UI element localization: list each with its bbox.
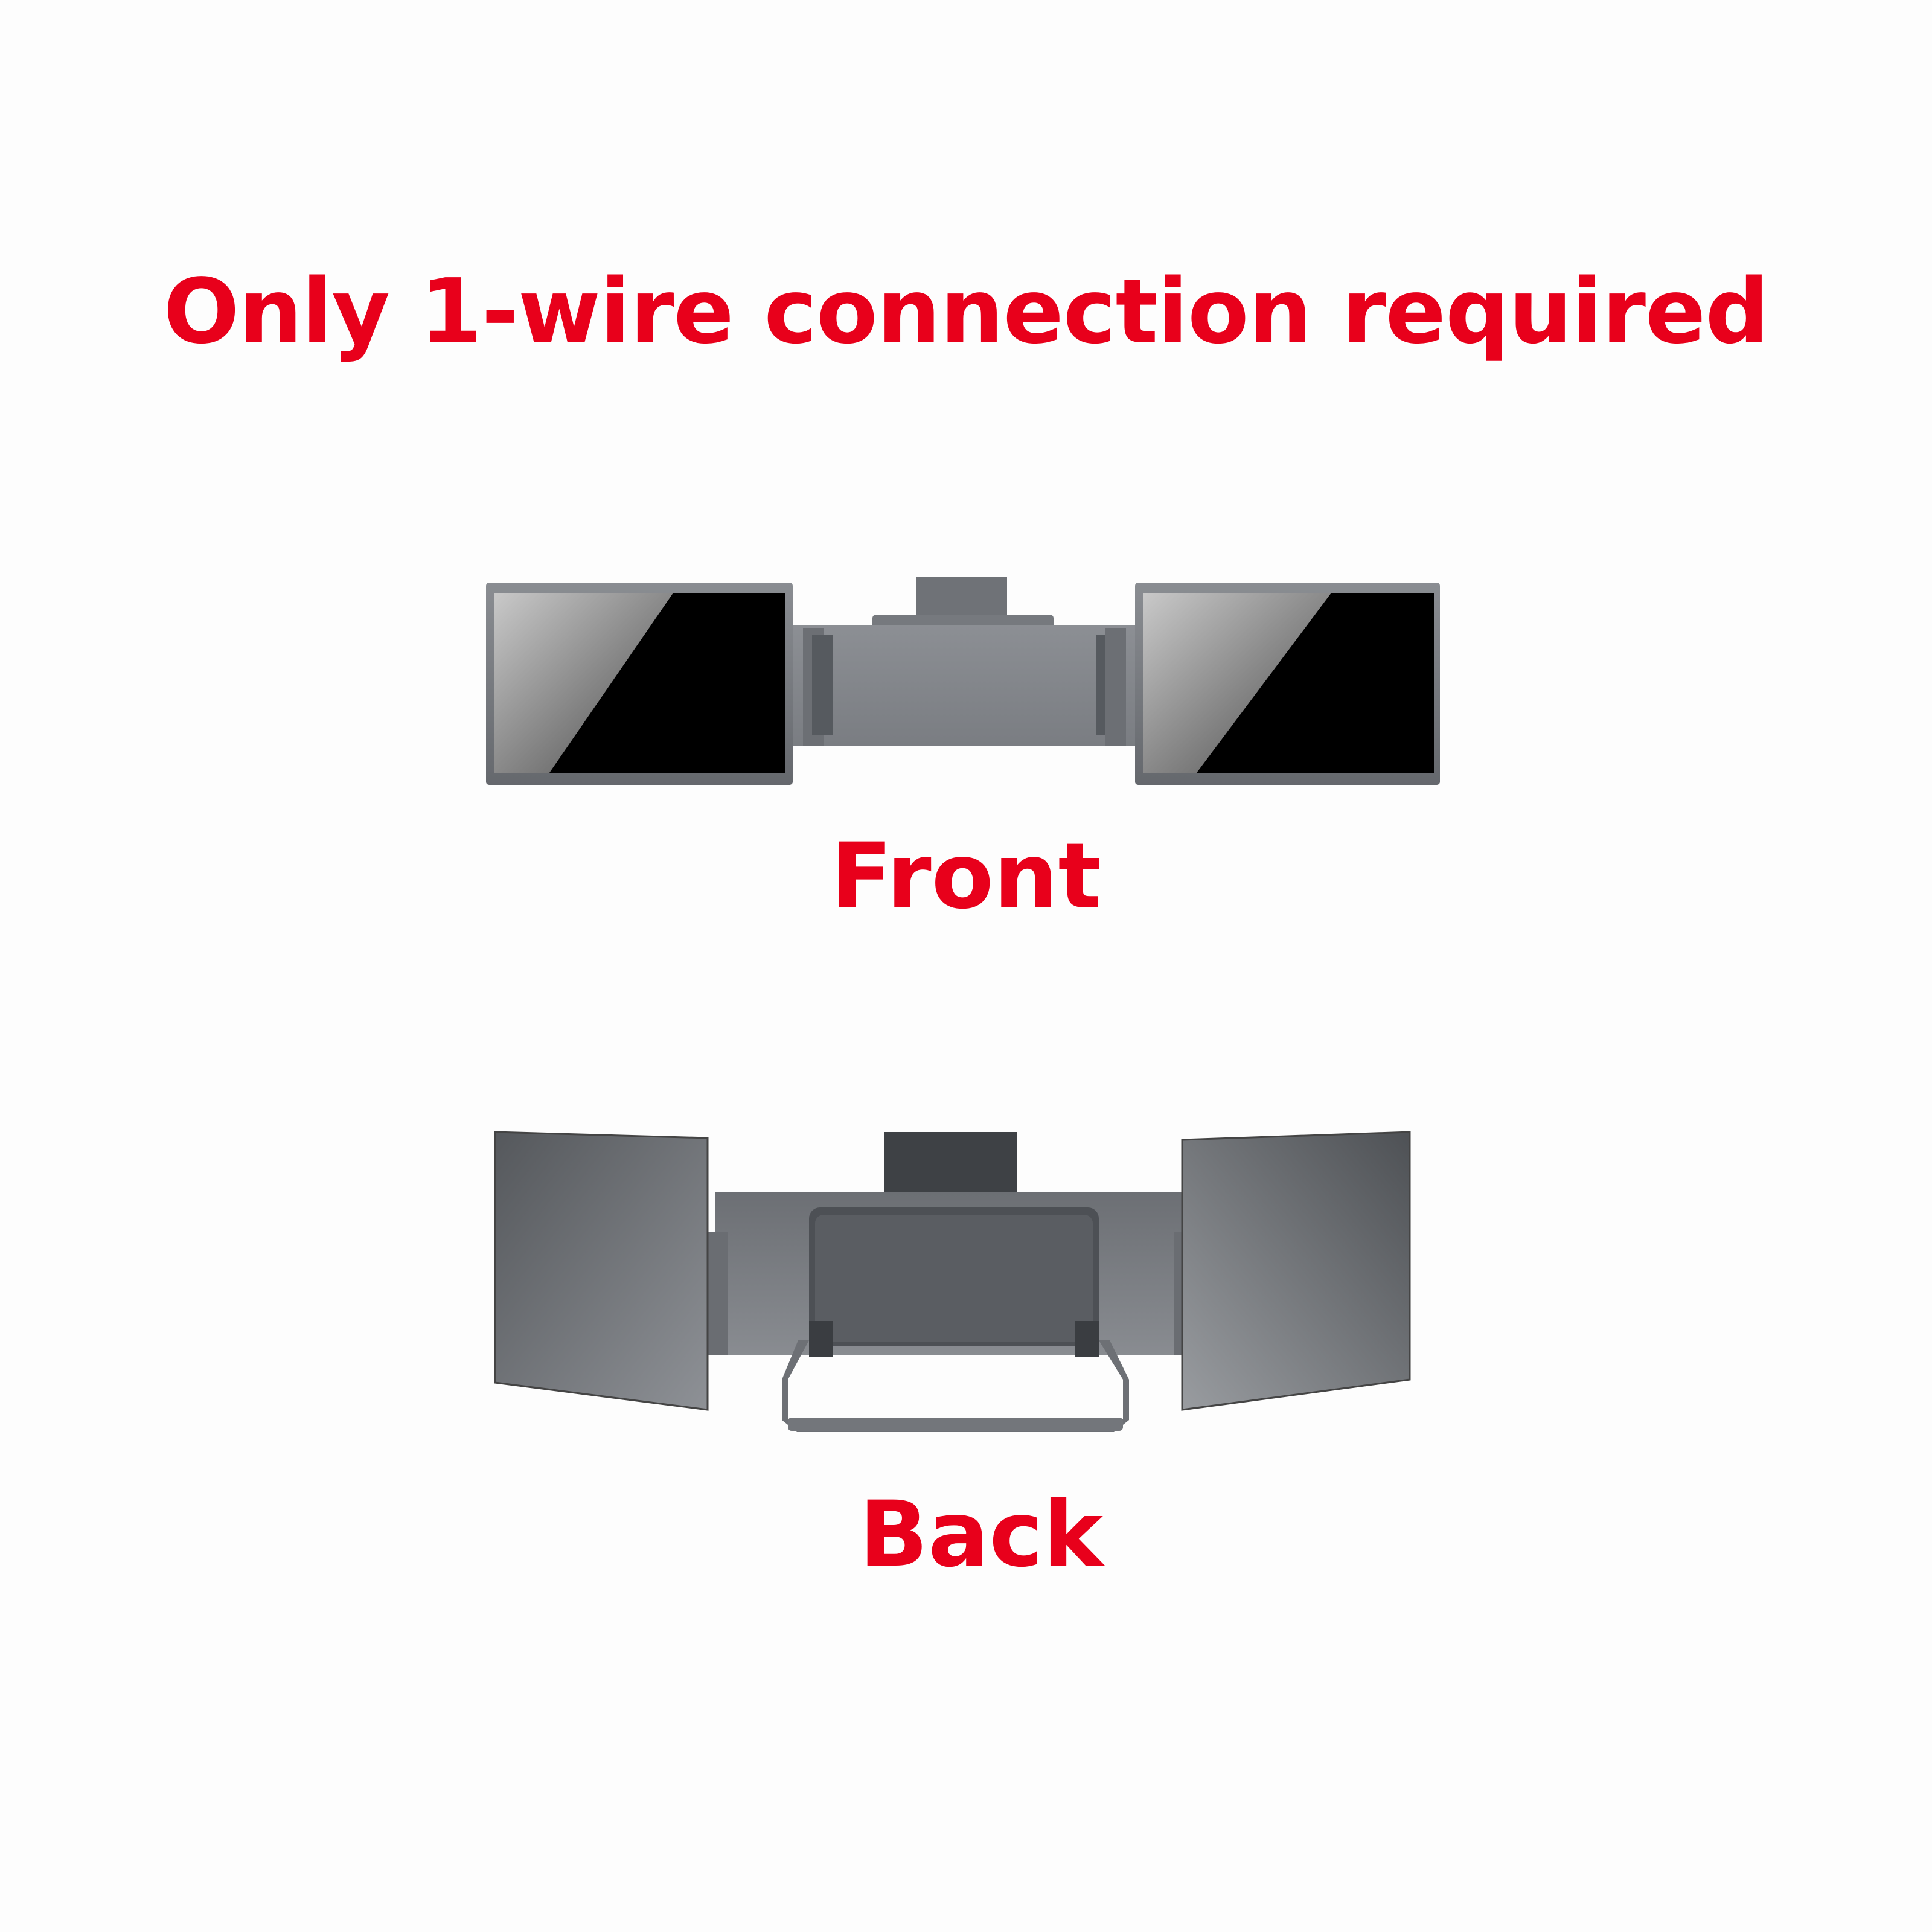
headline: Only 1-wire connection required: [163, 260, 1770, 363]
left-monitor: [486, 583, 793, 785]
right-back-panel: [1181, 1131, 1411, 1411]
center-body: [703, 1192, 1198, 1357]
center-hub: [788, 577, 1138, 746]
right-monitor: [1135, 583, 1440, 785]
left-back-panel: [494, 1131, 709, 1411]
back-label: Back: [859, 1482, 1104, 1587]
top-clip: [884, 1132, 1017, 1192]
front-view-image: [486, 577, 1440, 785]
back-view-image: [494, 1131, 1411, 1432]
front-label: Front: [830, 824, 1102, 929]
